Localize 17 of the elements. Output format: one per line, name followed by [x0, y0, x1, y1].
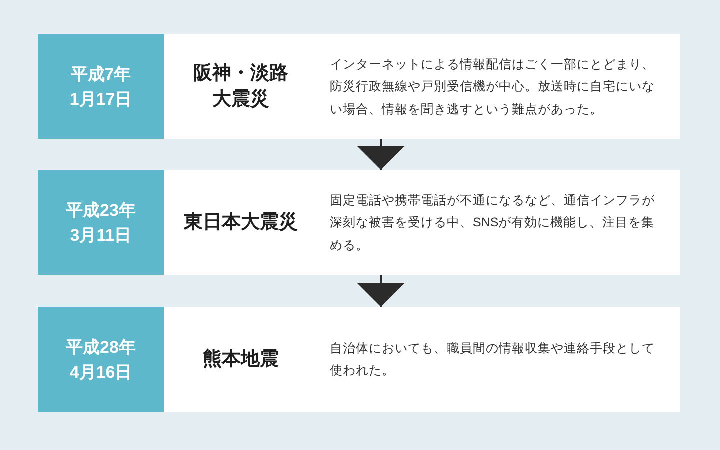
date-box [38, 307, 164, 412]
date-text: 平成23年3月11日 [65, 200, 137, 246]
event-description: 自治体においても、職員間の情報収集や連絡手段として使われた。 [330, 340, 656, 380]
event-title: 東日本大震災 [182, 210, 299, 234]
date-box [38, 34, 164, 139]
flow-arrow [357, 275, 405, 307]
flow-arrow [357, 139, 405, 170]
event-description: 固定電話や携帯電話が不通になるなど、通信インフラが深刻な被害を受ける中、SNSが有効に機能し、注目を集める。 [330, 192, 656, 254]
date-text: 平成28年4月16日 [65, 336, 137, 384]
event-title: 熊本地震 [202, 348, 280, 372]
event-description: インターネットによる情報配信はごく一部にとどまり、防災行政無線や戸別受信機が中心。放送時に自宅にいない場合、情報を聞き逃すという難点があった。 [330, 56, 656, 118]
date-box [38, 170, 164, 275]
timeline-card [38, 307, 680, 412]
date-text: 平成7年1月17日 [68, 64, 134, 110]
event-title: 阪神・淡路大震災 [192, 62, 290, 112]
timeline-card [38, 170, 680, 275]
timeline-card [38, 34, 680, 139]
